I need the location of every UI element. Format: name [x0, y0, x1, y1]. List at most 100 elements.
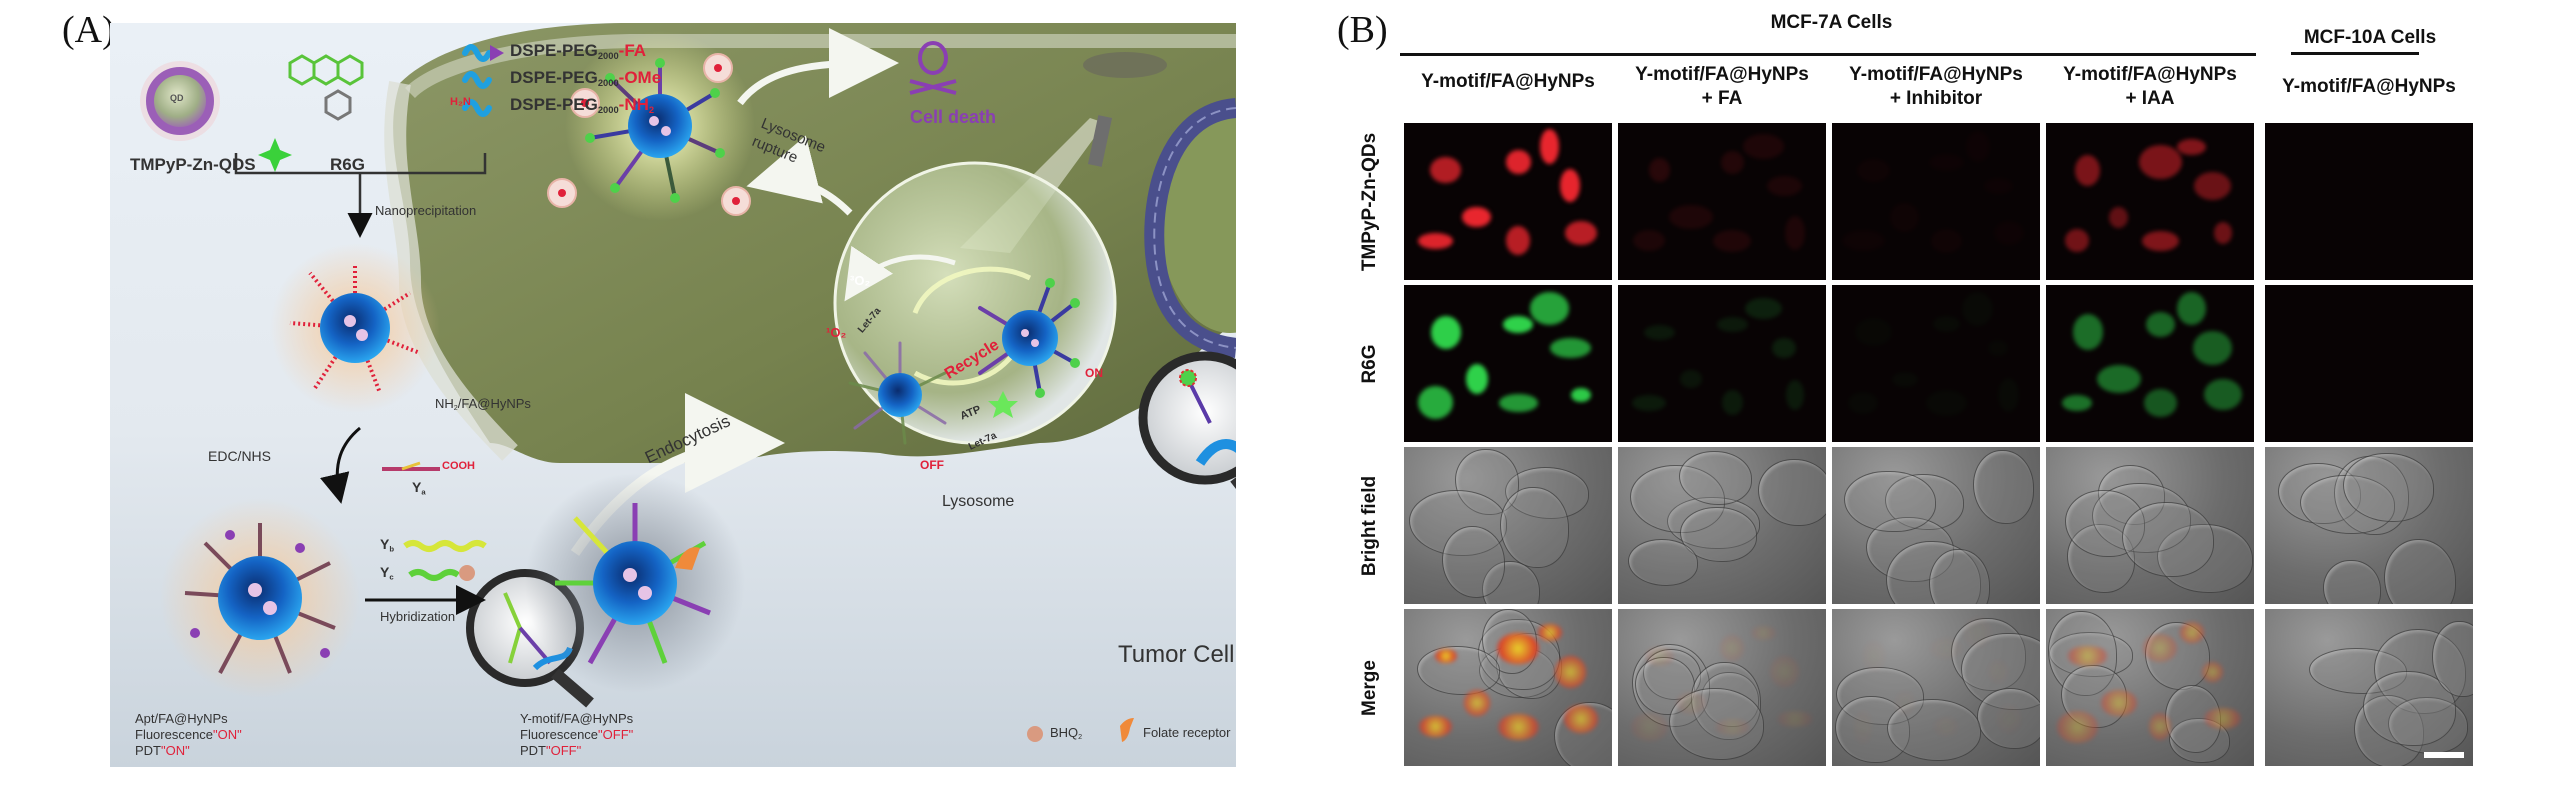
fluorescence-spot: [1842, 230, 1885, 251]
apt-fa-nanoparticle: [184, 523, 336, 674]
peg-linkers: [462, 44, 492, 117]
cell-outline: [1499, 486, 1569, 568]
ymotif-fa-caption: Y-motif/FA@HyNPs Fluorescence"OFF" PDT"O…: [520, 711, 634, 758]
colocalization-spot: [1930, 638, 1962, 659]
cell-outline: [1679, 450, 1753, 505]
micrograph-brightfield-col2: [1618, 447, 1826, 604]
yc-strand: [408, 569, 460, 581]
colocalization-spot: [2067, 646, 2108, 667]
fluorescence-spot: [2075, 154, 2101, 186]
fluorescence-spot: [1417, 386, 1453, 420]
colocalization-spot: [1769, 656, 1799, 688]
fluorescence-spot: [1855, 318, 1892, 346]
apt-fa-caption: Apt/FA@HyNPs Fluorescence"ON" PDT"ON": [135, 711, 242, 758]
cell-outline: [1976, 688, 2040, 749]
fluorescence-spot: [1931, 229, 1962, 253]
atp-burst-icon: [988, 391, 1018, 418]
micrograph-green-col1: [1404, 285, 1612, 442]
panel-label-b: (B): [1337, 9, 1388, 51]
panel-label-a: (A): [62, 9, 115, 51]
cooh-label: COOH: [442, 460, 475, 472]
fluorescence-spot: [1966, 131, 1990, 161]
hybridization-label: Hybridization: [380, 609, 456, 624]
colocalization-spot: [1863, 641, 1885, 671]
fluorescence-spot: [2176, 291, 2207, 326]
nucleus-icon: [1144, 98, 1236, 358]
row-label: Bright field: [1359, 475, 1380, 576]
qds-particle: [140, 61, 220, 141]
fluorescence-spot: [1529, 292, 1570, 325]
column-header-line1: Y-motif/FA@HyNPs: [1421, 71, 1595, 92]
micrograph-brightfield-col1: [1404, 447, 1612, 604]
legend-folate-receptor-icon: [1120, 718, 1134, 742]
micrograph-green-col2: [1618, 285, 1826, 442]
micrograph-merge-col2: [1618, 609, 1826, 766]
lipid-fa-label: DSPE-PEG2000-FA: [510, 41, 647, 61]
legend-bhq-icon: [1027, 726, 1043, 742]
fluorescence-spot: [1430, 315, 1461, 349]
micrograph-merge-col5: [2265, 609, 2473, 766]
colocalization-spot: [1997, 705, 2021, 733]
fluorescence-spot: [2213, 221, 2232, 244]
cell-outline: [1757, 458, 1826, 526]
row-label: R6G: [1359, 343, 1380, 384]
fluorescence-spot: [1929, 154, 1964, 171]
column-header-line1: Y-motif/FA@HyNPs: [1635, 64, 1809, 85]
group-rule-mcf7a: [1400, 53, 2256, 56]
column-header-line2: + FA: [1701, 88, 1743, 109]
colocalization-spot: [1537, 624, 1562, 641]
fluorescence-spot: [1417, 232, 1453, 249]
fluorescence-spot: [1720, 150, 1744, 174]
micrograph-red-col1: [1404, 123, 1612, 280]
fluorescence-spot: [1988, 340, 2008, 356]
arrow-to-cell-death: [737, 28, 899, 106]
fluorescence-spot: [1503, 315, 1534, 333]
fluorescence-spot: [1717, 316, 1748, 332]
tumor-cell-label: Tumor Cell: [1118, 641, 1235, 668]
cell-outline: [2164, 685, 2222, 753]
colocalization-spot: [2100, 690, 2137, 716]
fluorescence-spot: [2065, 229, 2089, 253]
released-nanoparticle: [585, 58, 725, 203]
cell-outline: [2145, 622, 2211, 690]
fluorescence-spot: [1892, 372, 1918, 387]
cell-outline: [1627, 539, 1698, 586]
fluorescence-spot: [1857, 159, 1891, 182]
r6g-star-icon: [258, 138, 292, 172]
cell-death-label: Cell death: [910, 107, 997, 127]
fluorescence-spot: [1549, 337, 1592, 358]
ya-label: Ya: [412, 479, 426, 497]
qd-core-label: QD: [170, 93, 184, 103]
column-header: Y-motif/FA@HyNPs: [1389, 70, 1627, 94]
fluorescence-spot: [1430, 156, 1461, 184]
yb-strand: [403, 540, 487, 552]
fluorescence-spot: [1649, 158, 1671, 182]
triplet-oxygen-label: ³O₂: [850, 273, 871, 288]
colocalization-spot: [1554, 655, 1587, 688]
micrograph-green-col3: [1832, 285, 2040, 442]
fluorescence-spot: [1784, 215, 1805, 251]
fluorescence-spot: [1926, 390, 1968, 416]
micrograph-red-col3: [1832, 123, 2040, 280]
cell-outline: [1929, 548, 1991, 604]
row-label: Merge: [1359, 659, 1380, 716]
fluorescence-spot: [1506, 150, 1531, 175]
colocalization-spot: [2056, 710, 2098, 743]
fluorescence-spot: [1766, 175, 1803, 196]
column-header: Y-motif/FA@HyNPs: [2250, 75, 2488, 99]
folate-receptor-icon: [675, 547, 700, 570]
lysosome-label: Lysosome: [942, 493, 1015, 510]
fluorescence-spot: [2138, 145, 2182, 180]
r6g-structure: [288, 54, 364, 121]
fluorescence-spot: [1564, 220, 1598, 246]
column-header-line2: + IAA: [2125, 88, 2175, 109]
edc-arrow: [320, 426, 361, 504]
folate-triangle-icon: [490, 45, 504, 61]
row-label: TMPyP-Zn-QDs: [1359, 132, 1380, 271]
fluorescence-spot: [1465, 364, 1488, 394]
legend-folate-receptor-label: Folate receptor: [1143, 725, 1231, 740]
merge-bracket: [234, 153, 487, 233]
fluorescence-spot: [1785, 379, 1804, 411]
cell-outline: [2342, 452, 2435, 523]
micrograph-green-col5: [2265, 285, 2473, 442]
